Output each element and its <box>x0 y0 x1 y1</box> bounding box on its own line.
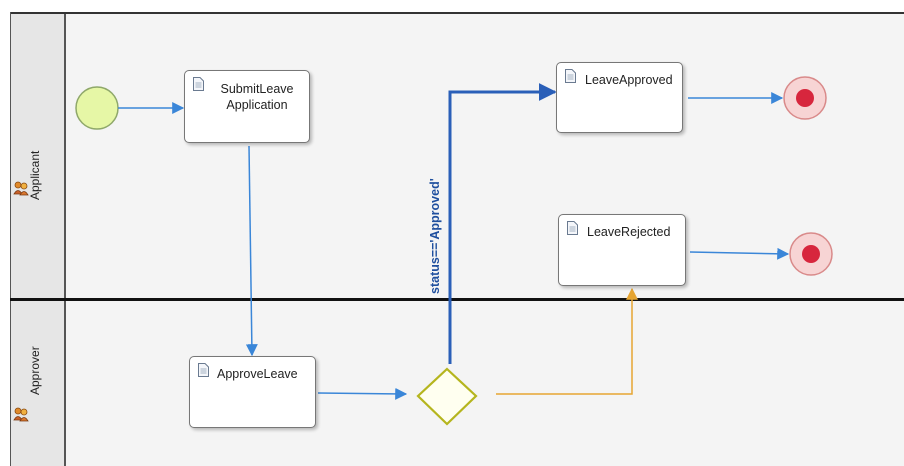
lane-header-approver[interactable] <box>10 300 66 466</box>
document-icon <box>567 221 578 235</box>
task-submit-leave-application[interactable]: SubmitLeave Application <box>184 70 310 143</box>
task-label: ApproveLeave <box>217 367 298 381</box>
task-leave-rejected[interactable]: LeaveRejected <box>558 214 686 286</box>
task-label: SubmitLeave Application <box>213 81 301 113</box>
pool-border-left <box>10 12 11 466</box>
document-icon <box>565 69 576 83</box>
task-approve-leave[interactable]: ApproveLeave <box>189 356 316 428</box>
end-event-approved[interactable] <box>783 76 827 120</box>
flow-submit-to-approve[interactable] <box>245 145 258 357</box>
exclusive-gateway[interactable] <box>416 367 478 426</box>
people-icon <box>13 407 29 422</box>
task-label-line2: Application <box>226 98 288 112</box>
flow-approved[interactable] <box>448 83 557 364</box>
task-label: LeaveRejected <box>587 225 671 239</box>
lane-divider <box>10 298 904 301</box>
flow-approve-to-gateway[interactable] <box>317 387 408 400</box>
flow-rejected-to-end[interactable] <box>689 247 790 260</box>
task-leave-approved[interactable]: LeaveApproved <box>556 62 683 133</box>
people-icon <box>13 181 29 196</box>
document-icon <box>193 77 204 91</box>
flow-rejected[interactable] <box>496 287 638 395</box>
task-label-line1: SubmitLeave <box>220 82 294 96</box>
flow-condition-label: status=='Approved' <box>428 178 442 294</box>
pool-border-top <box>10 12 904 14</box>
start-event[interactable] <box>75 86 119 130</box>
end-event-rejected[interactable] <box>789 232 833 276</box>
document-icon <box>198 363 209 377</box>
lane-header-applicant[interactable] <box>10 12 66 300</box>
task-label: LeaveApproved <box>585 73 673 87</box>
